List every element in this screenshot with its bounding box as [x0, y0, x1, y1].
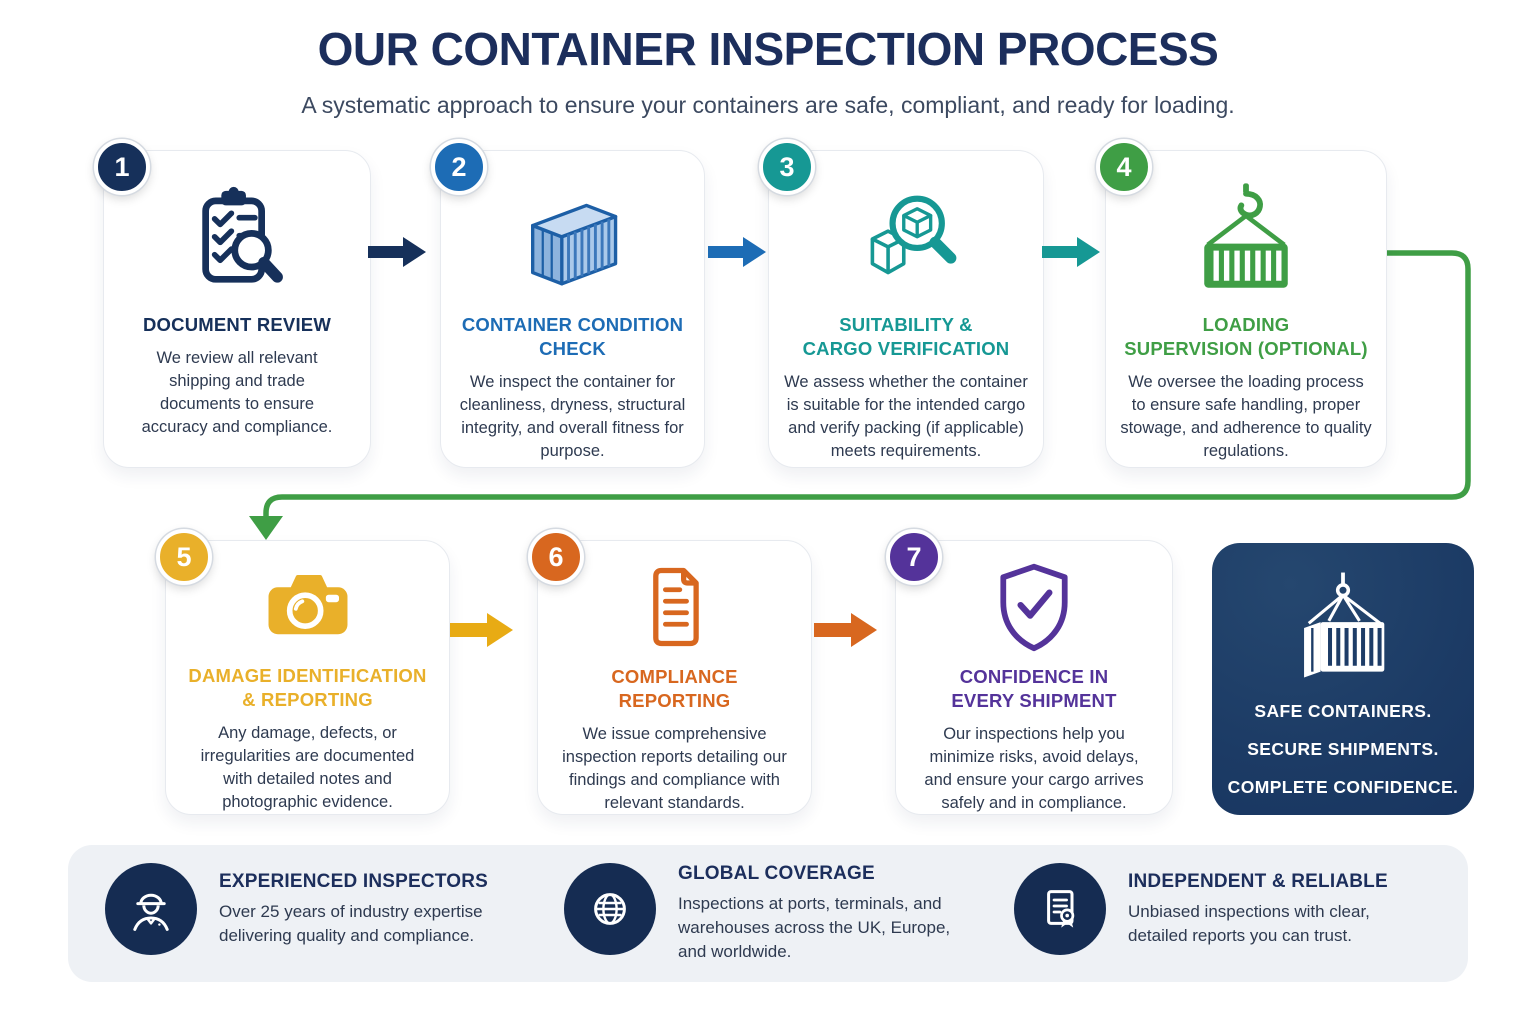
step-card-container-condition-check: 2 CONTAINER CONDITION CHECK We inspect t… — [431, 139, 705, 468]
step-number: 5 — [176, 541, 192, 572]
footer-item-independent-reliable: INDEPENDENT & RELIABLE Unbiased inspecti… — [1014, 845, 1444, 982]
step-number: 6 — [548, 541, 564, 572]
certificate-icon-circle — [1014, 863, 1106, 955]
clipboard-magnifier-icon — [202, 186, 283, 283]
step-description: We review all relevant shipping and trad… — [141, 349, 333, 437]
step-card-damage-identification: 5 DAMAGE IDENTIFICATION & REPORTING Any … — [156, 529, 450, 815]
footer-item-description: Unbiased inspections with clear, detaile… — [1128, 902, 1370, 946]
summary-card: SAFE CONTAINERS. SECURE SHIPMENTS. COMPL… — [1212, 543, 1474, 815]
step-card-document-review: 1 DOCUMENT REVIEW We review all relevant… — [94, 139, 371, 468]
footer-item-global-coverage: GLOBAL COVERAGE Inspections at ports, te… — [564, 845, 1024, 982]
summary-line: COMPLETE CONFIDENCE. — [1227, 777, 1459, 797]
report-document-icon — [652, 567, 699, 647]
footer-item-title: GLOBAL COVERAGE — [678, 863, 875, 884]
step-title: DOCUMENT REVIEW — [143, 314, 331, 335]
step-number: 2 — [451, 151, 467, 182]
step-number-badge: 5 — [156, 529, 212, 585]
step-card-confidence-shipment: 7 CONFIDENCE IN EVERY SHIPMENT Our inspe… — [886, 529, 1173, 815]
flow-arrow-6-7 — [814, 613, 877, 647]
step-number: 4 — [1116, 151, 1132, 182]
crane-container-icon — [1204, 183, 1288, 288]
step-description: We issue comprehensive inspection report… — [562, 725, 787, 813]
step-card-suitability-cargo-verification: 3 SUITABILITY & CARGO VERIFICATION We as… — [759, 139, 1044, 468]
step-description: Our inspections help you minimize risks,… — [924, 725, 1144, 813]
globe-icon-circle — [564, 863, 656, 955]
shield-check-icon — [1000, 563, 1068, 652]
step-title: LOADING SUPERVISION (OPTIONAL) — [1124, 314, 1368, 360]
step-title: DAMAGE IDENTIFICATION & REPORTING — [188, 664, 427, 710]
step-title: CONTAINER CONDITION CHECK — [461, 314, 684, 360]
step-title: COMPLIANCE REPORTING — [611, 666, 738, 712]
inspector-icon-circle — [105, 863, 197, 955]
step-number-badge: 2 — [431, 139, 487, 195]
step-number-badge: 7 — [886, 529, 942, 585]
summary-line: SECURE SHIPMENTS. — [1247, 739, 1439, 759]
footer-item-title: INDEPENDENT & RELIABLE — [1128, 871, 1388, 892]
step-number-badge: 3 — [759, 139, 815, 195]
step-number-badge: 1 — [94, 139, 150, 195]
footer-item-description: Inspections at ports, terminals, and war… — [678, 894, 951, 962]
container-icon — [530, 203, 617, 286]
certificate-icon — [1047, 890, 1075, 928]
footer-band: EXPERIENCED INSPECTORS Over 25 years of … — [68, 845, 1468, 982]
step-description: We assess whether the container is suita… — [784, 373, 1028, 461]
step-number-badge: 4 — [1096, 139, 1152, 195]
step-description: We oversee the loading process to ensure… — [1120, 373, 1372, 461]
flow-arrow-2-3 — [708, 237, 766, 267]
step-description: We inspect the container for cleanliness… — [459, 373, 686, 461]
footer-item-experienced-inspectors: EXPERIENCED INSPECTORS Over 25 years of … — [105, 845, 535, 982]
flow-arrow-5-6 — [450, 613, 513, 647]
cargo-magnifier-icon — [870, 195, 957, 275]
inspector-icon — [133, 893, 169, 931]
hanging-container-icon — [1304, 572, 1385, 678]
step-number: 7 — [906, 541, 922, 572]
flow-arrow-3-4 — [1042, 237, 1100, 267]
step-card-compliance-reporting: 6 COMPLIANCE REPORTING We issue comprehe… — [528, 529, 812, 815]
camera-icon — [268, 575, 347, 635]
step-number: 3 — [779, 151, 795, 182]
step-description: Any damage, defects, or irregularities a… — [200, 723, 415, 811]
step-number-badge: 6 — [528, 529, 584, 585]
flow-arrow-1-2 — [368, 237, 426, 267]
header: OUR CONTAINER INSPECTION PROCESS A syste… — [0, 22, 1536, 119]
summary-line: SAFE CONTAINERS. — [1254, 701, 1432, 721]
step-title: SUITABILITY & CARGO VERIFICATION — [802, 314, 1010, 360]
globe-icon — [594, 893, 626, 925]
footer-item-description: Over 25 years of industry expertise deli… — [219, 902, 483, 946]
page-title: OUR CONTAINER INSPECTION PROCESS — [317, 23, 1219, 75]
page-subtitle: A systematic approach to ensure your con… — [301, 92, 1235, 118]
step-number: 1 — [114, 151, 130, 182]
step-card-loading-supervision: 4 LOADING SUPERVISION (OPTIONAL) We over… — [1096, 139, 1387, 468]
footer-item-title: EXPERIENCED INSPECTORS — [219, 871, 489, 892]
step-title: CONFIDENCE IN EVERY SHIPMENT — [951, 666, 1117, 712]
